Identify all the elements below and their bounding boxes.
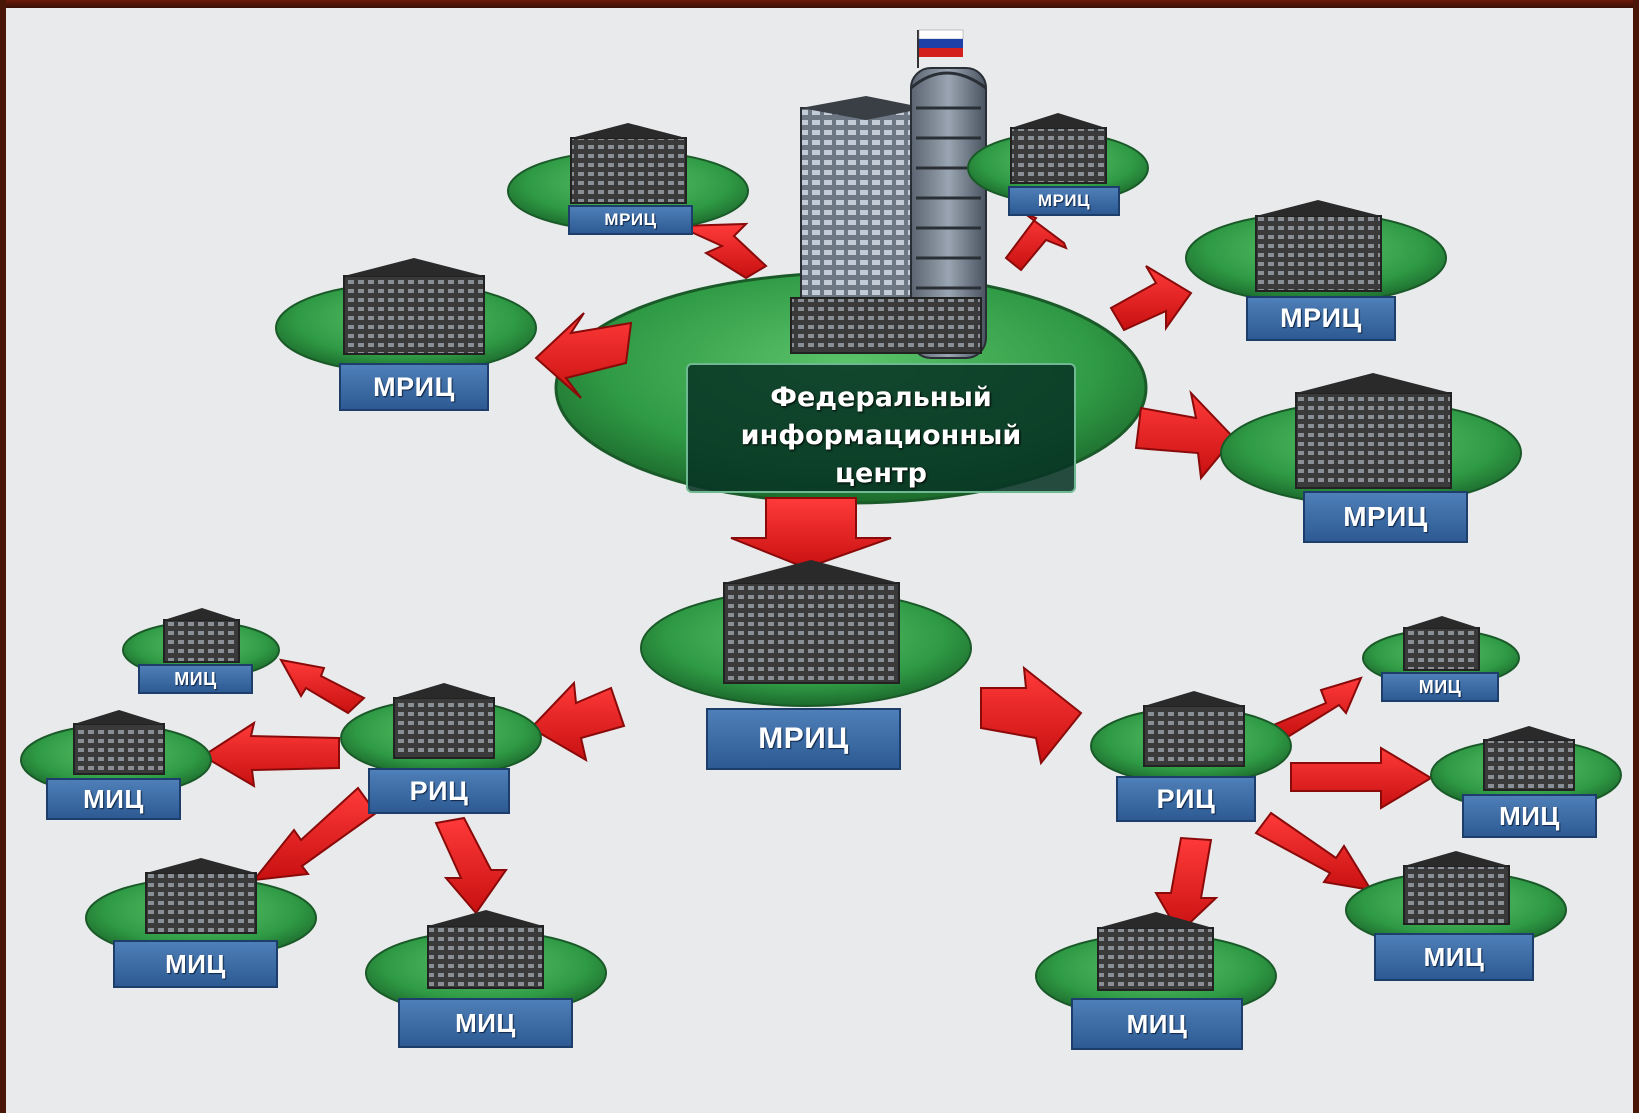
label-mric-right-upper: МРИЦ [1246,296,1396,341]
arrow-to-mric-top-right [1004,212,1068,272]
label-mric-left: МРИЦ [339,363,489,411]
arrow-to-mric-left [534,312,633,399]
frame-left-border [0,0,6,1113]
label-mric-top-right: МРИЦ [1008,186,1120,216]
building-mric-left [343,275,485,355]
building-mric-right-lower [1295,392,1452,489]
building-mic-right-bottom-right [1403,865,1510,925]
label-mic-left-bottom-right: МИЦ [398,998,573,1048]
federal-center-line1: Федеральный [770,382,992,413]
label-ric-right: РИЦ [1116,776,1256,822]
arrow-ric-right-to-mic-bottom-right [1254,811,1374,892]
federal-center-line2: информационный [740,420,1022,451]
arrow-to-mric-right-lower [1134,389,1236,481]
hierarchy-diagram [20,29,1622,1019]
building-mric-top-right [1010,127,1107,184]
label-mic-left-mid: МИЦ [46,778,181,820]
label-ric-left: РИЦ [368,768,510,814]
label-mic-left-bottom: МИЦ [113,940,278,988]
building-mic-right-bottom [1097,927,1214,991]
federal-center-label: Федеральный информационный центр [686,363,1076,493]
building-mric-top-left [570,137,687,204]
frame-top-border [0,0,1639,8]
label-mric-right-lower: МРИЦ [1303,491,1468,543]
federal-center-line3: центр [835,458,927,489]
arrow-center-to-ric-left [529,680,626,763]
arrow-ric-left-to-mic-top [279,658,366,715]
label-mic-right-bottom-right: МИЦ [1374,933,1534,981]
building-mic-left-mid [73,723,165,775]
building-mic-left-bottom-right [427,925,544,989]
arrow-ric-right-to-mic-mid [1290,746,1433,810]
label-mric-center: МРИЦ [706,708,901,770]
label-mic-right-mid: МИЦ [1462,794,1597,838]
arrow-center-to-ric-right [980,665,1083,766]
building-mic-left-top [163,619,240,663]
building-mric-right-upper [1255,215,1382,292]
arrow-ric-left-to-mic-bottom-right [434,816,508,915]
building-mic-right-mid [1483,739,1575,791]
arrow-ric-right-to-mic-bottom [1154,836,1219,935]
diagram-canvas: Федеральный информационный центр МРИЦ МР… [6,8,1633,1113]
arrows-layer [201,212,1433,935]
frame-right-border [1633,0,1639,1113]
label-mic-left-top: МИЦ [138,664,253,694]
label-mric-top-left: МРИЦ [568,205,693,235]
building-mric-center [723,582,900,684]
arrow-to-mric-center [730,497,892,570]
label-mic-right-bottom: МИЦ [1071,998,1243,1050]
nodes-layer [20,113,1622,1019]
russian-flag-icon [917,29,964,68]
building-mic-right-top [1403,627,1480,671]
arrow-ric-left-to-mic-bottom [251,786,378,882]
arrow-ric-left-to-mic-mid [201,720,340,788]
building-ric-right [1143,705,1245,767]
arrow-ric-right-to-mic-top [1269,676,1363,740]
arrow-to-mric-top-left [677,222,768,280]
label-mic-right-top: МИЦ [1381,672,1499,702]
arrow-to-mric-right-upper [1109,265,1193,332]
building-mic-left-bottom [145,872,257,934]
building-ric-left [393,697,495,759]
federal-tower-building [790,67,987,359]
